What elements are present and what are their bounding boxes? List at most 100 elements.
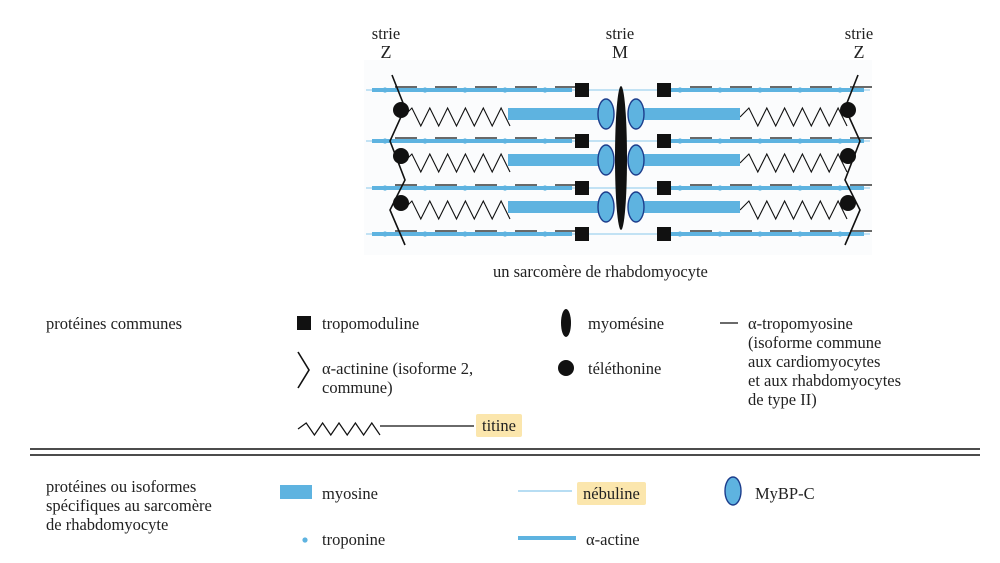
actinine-symbol — [297, 351, 310, 389]
telethonine-label: téléthonine — [588, 359, 662, 378]
troponine-dot — [757, 87, 763, 93]
tropomoduline-square — [575, 83, 589, 97]
troponine-dot — [717, 87, 723, 93]
titine-spring-symbol — [297, 421, 381, 437]
telethonine-dot — [840, 148, 856, 164]
troponine-dot — [462, 231, 468, 237]
tropomoduline-square — [575, 227, 589, 241]
troponine-dot — [717, 138, 723, 144]
myosine-label: myosine — [322, 484, 378, 503]
mybpc-oval — [627, 144, 645, 176]
troponine-dot — [797, 138, 803, 144]
tropomoduline-square — [575, 181, 589, 195]
telethonine-symbol — [558, 360, 574, 376]
myosine-bar — [644, 154, 740, 166]
myomesine-label: myomésine — [588, 314, 665, 333]
mybpc-oval — [627, 98, 645, 130]
mybpc-label: MyBP-C — [755, 484, 815, 503]
troponine-dot — [422, 138, 428, 144]
troponine-symbol — [302, 537, 308, 543]
troponine-dot — [677, 185, 683, 191]
tropomoduline-square — [657, 181, 671, 195]
troponine-dot — [797, 185, 803, 191]
troponine-dot — [462, 185, 468, 191]
troponine-dot — [382, 87, 388, 93]
tropomoduline-square — [657, 134, 671, 148]
troponine-dot — [462, 138, 468, 144]
troponine-dot — [382, 185, 388, 191]
titine-spring — [402, 106, 511, 128]
troponine-dot — [677, 138, 683, 144]
telethonine-dot — [840, 102, 856, 118]
tropomoduline-square — [575, 134, 589, 148]
titine-label: titine — [476, 414, 522, 437]
myosine-bar — [644, 108, 740, 120]
troponine-dot — [757, 185, 763, 191]
troponine-dot — [542, 231, 548, 237]
troponine-dot — [502, 138, 508, 144]
troponine-dot — [422, 87, 428, 93]
titine-spring — [739, 199, 848, 221]
myomesine-symbol — [561, 309, 571, 337]
strie-z-left-label: strie Z — [371, 24, 401, 62]
titine-spring — [402, 199, 511, 221]
troponine-dot — [757, 138, 763, 144]
actine-label: α-actine — [586, 530, 640, 549]
troponine-dot — [502, 231, 508, 237]
mybpc-oval — [597, 144, 615, 176]
telethonine-dot — [393, 102, 409, 118]
tropomyosine-label: α-tropomyosine (isoforme commune aux car… — [748, 314, 902, 409]
mybpc-oval — [597, 191, 615, 223]
troponine-dot — [837, 185, 843, 191]
tropomoduline-square — [657, 83, 671, 97]
troponine-dot — [837, 87, 843, 93]
troponine-dot — [677, 231, 683, 237]
telethonine-dot — [393, 148, 409, 164]
tropomoduline-label: tropomoduline — [322, 314, 420, 333]
troponine-dot — [717, 231, 723, 237]
troponine-dot — [837, 138, 843, 144]
troponine-dot — [797, 87, 803, 93]
strie-m-label: strie M — [605, 24, 635, 62]
telethonine-dot — [393, 195, 409, 211]
troponine-dot — [502, 185, 508, 191]
troponine-dot — [462, 87, 468, 93]
specific-proteins-heading: protéines ou isoformes spécifiques au sa… — [46, 477, 212, 534]
strie-z-right-label: strie Z — [844, 24, 874, 62]
mybpc-symbol — [724, 476, 742, 506]
troponine-dot — [542, 138, 548, 144]
troponine-dot — [422, 185, 428, 191]
mybpc-oval — [627, 191, 645, 223]
troponine-dot — [757, 231, 763, 237]
actinine-label: α-actinine (isoforme 2, commune) — [322, 359, 474, 397]
troponine-dot — [382, 231, 388, 237]
troponine-dot — [542, 185, 548, 191]
troponine-dot — [837, 231, 843, 237]
myosine-bar — [508, 108, 602, 120]
common-proteins-heading: protéines communes — [46, 314, 183, 333]
figure-caption: un sarcomère de rhabdomyocyte — [493, 262, 708, 281]
tropomoduline-square — [657, 227, 671, 241]
mybpc-oval — [597, 98, 615, 130]
troponine-dot — [797, 231, 803, 237]
myosine-symbol — [280, 485, 312, 499]
titine-spring — [739, 152, 848, 174]
titine-spring — [402, 152, 511, 174]
tropomoduline-symbol — [297, 316, 311, 330]
troponine-dot — [502, 87, 508, 93]
troponine-label: troponine — [322, 530, 386, 549]
troponine-dot — [422, 231, 428, 237]
troponine-dot — [382, 138, 388, 144]
myosine-bar — [644, 201, 740, 213]
troponine-dot — [677, 87, 683, 93]
myosine-bar — [508, 154, 602, 166]
telethonine-dot — [840, 195, 856, 211]
troponine-dot — [717, 185, 723, 191]
titine-spring — [739, 106, 848, 128]
m-line-myomesine — [615, 86, 627, 230]
nebuline-label: nébuline — [577, 482, 646, 505]
troponine-dot — [542, 87, 548, 93]
myosine-bar — [508, 201, 602, 213]
